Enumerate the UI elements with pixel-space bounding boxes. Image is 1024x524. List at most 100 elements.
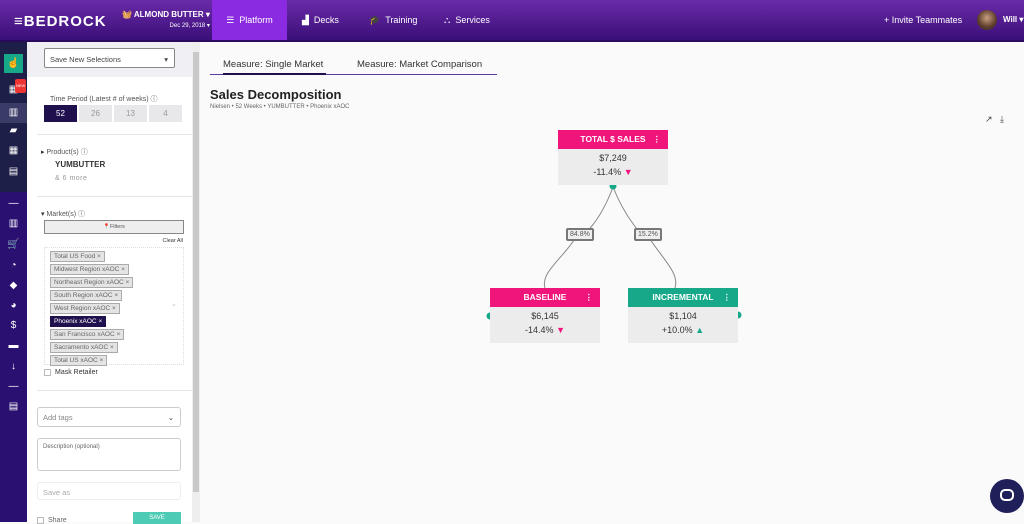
- market-tag[interactable]: Phoenix xAOC ×: [50, 316, 107, 327]
- description-textarea[interactable]: Description (optional): [37, 438, 181, 471]
- nav-training[interactable]: 🎓Training: [369, 0, 417, 40]
- cart-icon[interactable]: 🛒: [7, 239, 20, 250]
- time-period-label: Time Period (Latest # of weeks) ⓘ: [50, 96, 158, 103]
- save-as-placeholder: Save as: [43, 488, 71, 497]
- scrollbar-thumb[interactable]: [193, 52, 199, 492]
- chevron-down-icon: ⌄: [167, 413, 174, 422]
- market-tag[interactable]: Midwest Region xAOC ×: [50, 264, 129, 275]
- remove-tag-icon[interactable]: ×: [114, 331, 121, 338]
- time-option-13[interactable]: 13: [114, 105, 147, 122]
- node-incremental[interactable]: INCREMENTAL⋮ $1,104 +10.0% ▲: [628, 288, 738, 343]
- change-value: -11.4%: [593, 167, 622, 177]
- hand-pointer-icon[interactable]: ☝: [4, 54, 23, 73]
- tags-dropdown[interactable]: Add tags⌄: [37, 407, 181, 427]
- new-badge: NEW: [15, 79, 27, 93]
- document-icon[interactable]: ▤: [8, 166, 19, 177]
- nav-platform[interactable]: ☰Platform: [212, 0, 287, 40]
- sort-icon[interactable]: ↓: [11, 361, 16, 372]
- barcode-icon[interactable]: ▥: [8, 218, 19, 229]
- dollar-icon[interactable]: $: [10, 320, 17, 331]
- dropdown-value: Save New Selections: [50, 55, 121, 64]
- nav-services[interactable]: ⛬Services: [444, 0, 490, 40]
- avatar[interactable]: [977, 10, 997, 30]
- node-header: INCREMENTAL ⋮: [628, 288, 738, 307]
- remove-tag-icon[interactable]: ×: [108, 344, 114, 351]
- market-tag[interactable]: Total US Food ×: [50, 251, 105, 262]
- nav-label: Services: [455, 15, 490, 25]
- node-total-sales[interactable]: TOTAL $ SALES ⋮ $7,249 -11.4% ▼: [558, 130, 668, 185]
- truck-icon[interactable]: ▬: [8, 340, 19, 351]
- remove-tag-icon[interactable]: ×: [95, 253, 101, 260]
- dashboard-icon[interactable]: ▦NEW: [6, 79, 27, 97]
- market-tag[interactable]: Total US xAOC ×: [50, 355, 108, 366]
- checkbox[interactable]: [44, 369, 51, 376]
- remove-tag-icon[interactable]: ×: [119, 266, 125, 273]
- measure-tabs: Measure: Single Market Measure: Market C…: [210, 57, 497, 75]
- saved-selections-dropdown[interactable]: Save New Selections ▾: [44, 48, 175, 68]
- tab-market-comparison[interactable]: Measure: Market Comparison: [357, 59, 483, 70]
- export-icon[interactable]: ↗: [985, 114, 993, 124]
- products-more-link[interactable]: & 6 more: [55, 175, 88, 182]
- market-tag-label: Total US xAOC: [54, 357, 98, 364]
- market-tag-label: San Francisco xAOC: [54, 331, 115, 338]
- user-menu[interactable]: Will ▾: [1003, 15, 1024, 24]
- node-change: -11.4% ▼: [558, 167, 668, 177]
- clear-all-link[interactable]: Clear All: [162, 238, 183, 244]
- nav-decks[interactable]: ▟Decks: [302, 0, 339, 40]
- checkbox[interactable]: [37, 517, 44, 524]
- chevron-down-icon[interactable]: ⌄: [171, 301, 177, 308]
- kebab-menu-icon[interactable]: ⋮: [722, 292, 732, 302]
- calendar-icon[interactable]: ▦: [8, 145, 19, 156]
- save-as-input[interactable]: Save as: [37, 482, 181, 500]
- date-selector[interactable]: Dec 29, 2018 ▾: [169, 23, 210, 29]
- share-label: Share: [48, 517, 67, 524]
- tree-connectors: [486, 182, 742, 320]
- market-tags: Total US Food × Midwest Region xAOC × Nort…: [44, 247, 184, 366]
- minus-icon[interactable]: —: [8, 381, 19, 392]
- time-option-4[interactable]: 4: [149, 105, 182, 122]
- market-tag[interactable]: Sacramento xAOC ×: [50, 342, 118, 353]
- folder-icon[interactable]: ▰: [9, 125, 18, 136]
- remove-tag-icon[interactable]: ×: [97, 357, 104, 364]
- node-label: BASELINE: [523, 292, 567, 302]
- caret-down-icon: ▾: [164, 55, 168, 64]
- save-button[interactable]: SAVE: [133, 512, 181, 524]
- node-label: INCREMENTAL: [652, 292, 714, 302]
- remove-tag-icon[interactable]: ×: [112, 292, 119, 299]
- remove-tag-icon[interactable]: ×: [123, 279, 130, 286]
- pie-chart-icon[interactable]: ◕: [10, 300, 17, 311]
- time-option-52[interactable]: 52: [44, 105, 77, 122]
- gauge-icon[interactable]: ◔: [10, 260, 17, 271]
- market-tag[interactable]: South Region xAOC ×: [50, 290, 123, 301]
- node-label: TOTAL $ SALES: [580, 134, 646, 144]
- filters-button[interactable]: 📍Filters: [44, 220, 184, 234]
- account-selector[interactable]: 🧺 ALMOND BUTTER ▾Dec 29, 2018 ▾: [122, 10, 210, 29]
- share-checkbox[interactable]: Share: [37, 517, 67, 524]
- node-value: $7,249: [599, 153, 627, 163]
- change-value: +10.0%: [661, 325, 693, 335]
- tab-single-market[interactable]: Measure: Single Market: [223, 59, 324, 70]
- kebab-menu-icon[interactable]: ⋮: [652, 134, 662, 144]
- bar-chart-icon[interactable]: ▥: [0, 103, 27, 123]
- remove-tag-icon[interactable]: ×: [110, 305, 116, 312]
- chat-button[interactable]: [990, 479, 1024, 513]
- logo[interactable]: ≡BEDROCK: [14, 13, 107, 30]
- invite-teammates-link[interactable]: + Invite Teammates: [884, 15, 963, 25]
- markets-label[interactable]: ▾ Market(s) ⓘ: [41, 211, 85, 218]
- market-tag[interactable]: Northeast Region xAOC ×: [50, 277, 134, 288]
- tag-icon[interactable]: ◆: [9, 280, 18, 291]
- list-icon: ☰: [226, 14, 235, 25]
- market-tag[interactable]: San Francisco xAOC ×: [50, 329, 125, 340]
- mask-retailer-checkbox[interactable]: Mask Retailer: [44, 369, 98, 376]
- kebab-menu-icon[interactable]: ⋮: [584, 292, 594, 302]
- products-label[interactable]: ▸ Product(s) ⓘ: [41, 149, 88, 156]
- market-tag[interactable]: West Region xAOC ×: [50, 303, 120, 314]
- node-baseline[interactable]: BASELINE⋮ $6,145 -14.4% ▼: [490, 288, 600, 343]
- download-icon[interactable]: ⤓: [1000, 114, 1004, 124]
- chart-area-icon: ▟: [302, 14, 309, 25]
- table-icon[interactable]: ▤: [8, 401, 19, 412]
- remove-tag-icon[interactable]: ×: [96, 318, 103, 325]
- minus-icon[interactable]: —: [8, 198, 19, 209]
- node-value: $6,145: [531, 311, 559, 321]
- time-option-26[interactable]: 26: [79, 105, 112, 122]
